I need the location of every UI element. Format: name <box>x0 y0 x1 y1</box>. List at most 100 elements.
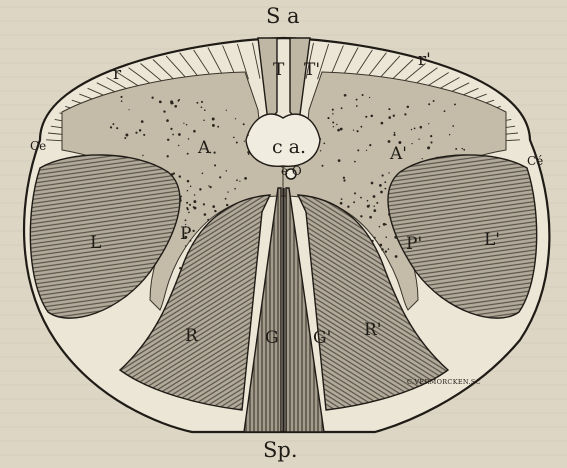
stipple-dot <box>428 123 429 124</box>
stipple-dot <box>112 123 114 125</box>
stipple-dot <box>338 159 341 162</box>
stipple-dot <box>243 123 245 125</box>
stipple-dot <box>427 146 430 149</box>
stipple-dot <box>388 116 391 119</box>
stipple-dot <box>449 134 450 135</box>
label-ce-left: Ce <box>30 140 46 152</box>
stipple-dot <box>188 138 190 140</box>
label-l-right: L' <box>484 232 500 249</box>
stipple-dot <box>422 158 423 159</box>
stipple-dot <box>209 186 211 188</box>
stipple-dot <box>208 185 209 186</box>
stipple-dot <box>235 118 236 119</box>
label-p-right: P' <box>406 236 422 253</box>
label-g-left: G <box>265 330 279 347</box>
stipple-dot <box>357 149 359 151</box>
stipple-dot <box>177 100 179 102</box>
stipple-dot <box>388 140 391 143</box>
stipple-dot <box>340 128 343 131</box>
stipple-dot <box>201 106 203 108</box>
stipple-dot <box>129 109 130 110</box>
stipple-dot <box>353 201 355 203</box>
stipple-dot <box>452 125 454 127</box>
stipple-dot <box>322 165 324 167</box>
stipple-dot <box>186 124 187 125</box>
stipple-dot <box>357 130 359 132</box>
label-r-big-left: R <box>185 328 198 345</box>
stipple-dot <box>420 126 423 129</box>
stipple-dot <box>135 132 137 134</box>
label-t-right: T' <box>304 62 320 79</box>
stipple-dot <box>343 179 345 181</box>
stipple-dot <box>384 181 386 183</box>
label-ca: c a. <box>272 138 306 157</box>
stipple-dot <box>226 204 228 206</box>
stipple-dot <box>383 223 386 226</box>
stipple-dot <box>385 188 387 190</box>
stipple-dot <box>395 255 398 258</box>
stipple-dot <box>319 138 321 140</box>
stipple-dot <box>320 150 321 151</box>
stipple-dot <box>388 108 390 110</box>
stipple-dot <box>327 117 329 119</box>
stipple-dot <box>381 248 384 251</box>
engraver-signature: C.VERMORCKEN.SC <box>407 379 481 386</box>
stipple-dot <box>159 101 162 104</box>
stipple-dot <box>212 118 215 121</box>
stipple-dot <box>196 102 198 104</box>
stipple-dot <box>204 109 206 111</box>
stipple-dot <box>194 207 197 210</box>
stipple-dot <box>361 126 363 128</box>
stipple-dot <box>120 96 122 98</box>
stipple-dot <box>203 203 205 205</box>
stipple-dot <box>385 250 387 252</box>
stipple-dot <box>185 219 187 221</box>
stipple-dot <box>219 176 221 178</box>
label-r-right: r' <box>418 52 431 69</box>
stipple-dot <box>183 123 184 124</box>
stipple-dot <box>337 129 340 132</box>
stipple-dot <box>139 129 141 131</box>
stipple-dot <box>207 219 209 221</box>
stipple-dot <box>116 127 118 129</box>
stipple-dot <box>202 172 204 174</box>
stipple-dot <box>142 155 143 156</box>
stipple-dot <box>404 113 406 115</box>
stipple-dot <box>394 132 396 134</box>
stipple-dot <box>121 100 123 102</box>
stipple-dot <box>433 100 435 102</box>
stipple-dot <box>418 139 419 140</box>
stipple-dot <box>454 103 456 105</box>
stipple-dot <box>341 107 343 109</box>
stipple-dot <box>226 110 227 111</box>
label-a-right: A' <box>390 146 407 163</box>
stipple-dot <box>188 212 190 214</box>
stipple-dot <box>360 197 362 199</box>
stipple-dot <box>227 191 228 192</box>
label-bottom: Sp. <box>263 440 298 461</box>
stipple-dot <box>381 122 384 125</box>
stipple-dot <box>332 109 334 111</box>
stipple-dot <box>374 237 376 239</box>
stipple-dot <box>244 141 245 142</box>
stipple-dot <box>380 191 383 194</box>
label-l-left: L <box>90 235 101 252</box>
stipple-dot <box>151 97 153 99</box>
stipple-dot <box>340 202 343 205</box>
stipple-dot <box>336 124 337 125</box>
stipple-dot <box>362 94 364 96</box>
stipple-dot <box>367 200 369 202</box>
stipple-dot <box>214 164 216 166</box>
stipple-dot <box>201 101 203 103</box>
label-t-left: T <box>273 62 284 79</box>
stipple-dot <box>373 209 376 212</box>
stipple-dot <box>217 126 219 128</box>
stipple-dot <box>194 194 195 195</box>
stipple-dot <box>343 177 345 179</box>
stipple-dot <box>373 206 374 207</box>
stipple-dot <box>430 135 432 137</box>
stipple-dot <box>124 137 126 139</box>
stipple-dot <box>192 230 194 232</box>
stipple-dot <box>125 134 128 137</box>
stipple-dot <box>381 174 383 176</box>
